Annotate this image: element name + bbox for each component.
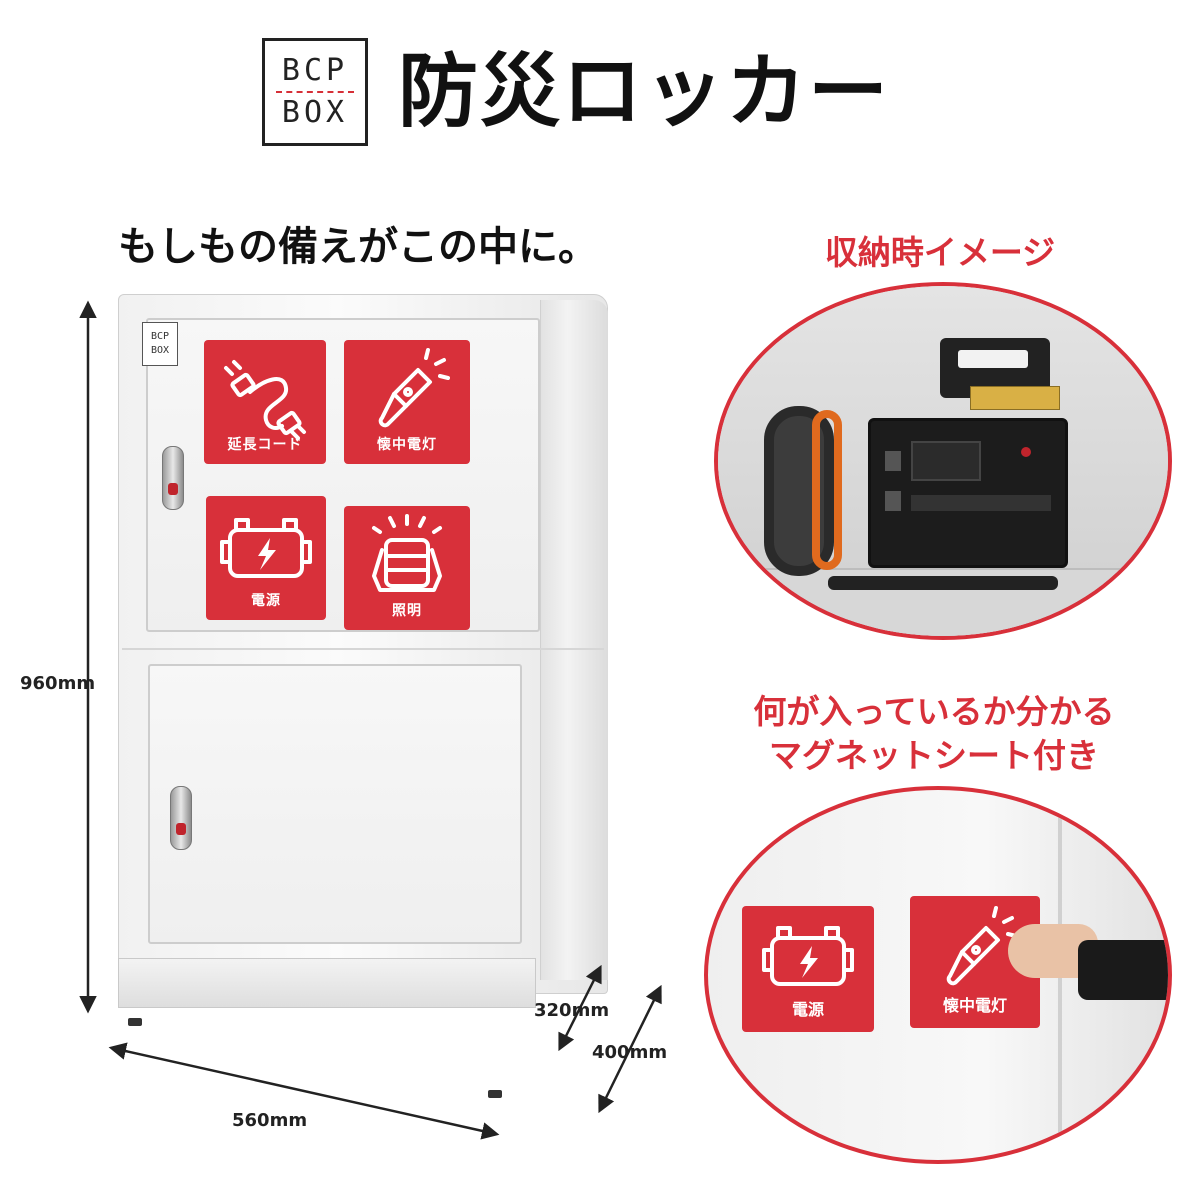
orange-cord (812, 410, 842, 570)
width-label: 560mm (232, 1110, 308, 1131)
tile-extension-cord: 延長コード (204, 340, 326, 464)
depth-outer-arrow (598, 984, 662, 1114)
work-light-icon (372, 514, 442, 592)
power-bank (868, 418, 1068, 568)
logo-line-top: BCP (281, 53, 349, 88)
battery-icon (220, 518, 312, 578)
storage-photo (714, 282, 1172, 640)
power-bank-outlet (885, 451, 901, 471)
flashlight-icon (378, 348, 450, 428)
tile-label: 照明 (392, 603, 422, 619)
page-title: 防災ロッカー (398, 45, 890, 138)
tile-lighting: 照明 (344, 506, 470, 630)
magnet-heading-line2: マグネットシート付き (769, 736, 1099, 775)
depth-outer-label: 400mm (592, 1042, 668, 1063)
tile-flashlight: 懐中電灯 (344, 340, 470, 464)
lower-door-handle (170, 786, 192, 850)
magnet-heading-line1: 何が入っているか分かる (753, 692, 1115, 731)
logo-divider (276, 91, 354, 93)
tripod (828, 576, 1058, 590)
door-logo: BCP BOX (142, 322, 178, 366)
battery-pack (970, 386, 1060, 410)
tile-label: 懐中電灯 (377, 437, 437, 453)
extension-cord-icon (224, 360, 306, 440)
magnet-label: 電源 (791, 1000, 824, 1019)
battery-icon (762, 926, 854, 986)
cord-reel (764, 406, 834, 576)
power-bank-indicator (1021, 447, 1031, 457)
cabinet-side (540, 300, 608, 980)
depth-inner-label: 320mm (534, 1000, 610, 1021)
sleeve (1078, 940, 1168, 1000)
tile-label: 電源 (251, 593, 281, 609)
cabinet-seam (122, 648, 604, 650)
foot-left (128, 1018, 142, 1026)
width-arrow (108, 1042, 500, 1140)
logo-line-bottom: BOX (281, 95, 349, 130)
door-logo-top: BCP (150, 331, 170, 342)
tile-power: 電源 (206, 496, 326, 620)
dimension-lines (79, 300, 662, 1140)
tile-label: 延長コード (227, 437, 303, 453)
magnet-photo: 電源 懐中電灯 (704, 786, 1172, 1164)
depth-inner-arrow (558, 964, 602, 1052)
door-logo-bottom: BOX (150, 345, 170, 356)
power-bank-ports (911, 495, 1051, 511)
lower-door (148, 664, 522, 944)
magnet-label: 懐中電灯 (942, 996, 1007, 1015)
bcp-box-logo: BCP BOX (262, 38, 368, 146)
cabinet-base (118, 958, 536, 1008)
upper-door-handle (162, 446, 184, 510)
height-label: 960mm (20, 673, 96, 694)
tagline: もしもの備えがこの中に。 (118, 224, 598, 270)
work-light-lens (958, 350, 1028, 368)
magnet-heading: 何が入っているか分かる マグネットシート付き (704, 690, 1164, 778)
magnet-power: 電源 (742, 906, 874, 1032)
locker-illustration: BCP BOX 延長コード 懐中電灯 (118, 294, 608, 1098)
power-bank-outlet (885, 491, 901, 511)
storage-heading: 収納時イメージ (824, 233, 1056, 272)
power-bank-panel (911, 441, 981, 481)
